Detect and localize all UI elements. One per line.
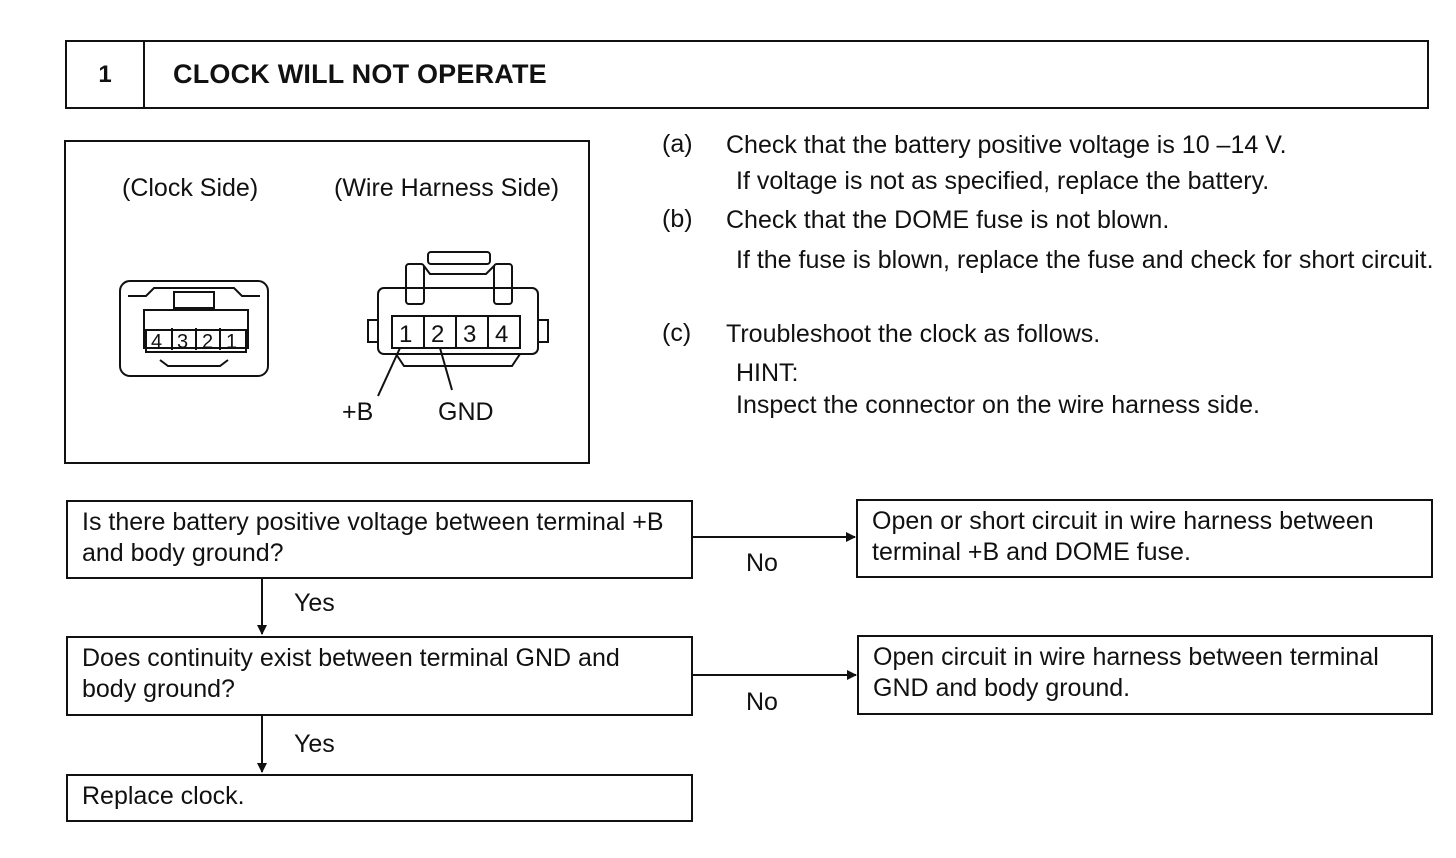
step-c-text: Troubleshoot the clock as follows. <box>726 320 1101 348</box>
question-2-text: Does continuity exist between terminal G… <box>82 644 620 703</box>
q1-no-label: No <box>746 549 778 577</box>
hint-text: Inspect the connector on the wire harnes… <box>736 391 1260 419</box>
q2-no-result-text: Open circuit in wire harness between ter… <box>873 643 1379 702</box>
step-c-letter: (c) <box>662 319 692 347</box>
clock-terminal-4: 4 <box>151 331 162 353</box>
clock-terminal-labels: 4 3 2 1 <box>151 331 237 353</box>
harness-terminal-4: 4 <box>495 321 508 348</box>
harness-terminal-3: 3 <box>463 321 476 348</box>
step-a-note: If voltage is not as specified, replace … <box>736 167 1270 195</box>
connector-diagram: (Clock Side) (Wire Harness Side) 4 3 2 1 <box>64 140 590 464</box>
q2-no-result-box: Open circuit in wire harness between ter… <box>857 635 1433 715</box>
final-action-box: Replace clock. <box>66 774 693 822</box>
final-action-text: Replace clock. <box>82 782 245 810</box>
q1-no-result-box: Open or short circuit in wire harness be… <box>856 499 1433 578</box>
question-2-box: Does continuity exist between terminal G… <box>66 636 693 716</box>
harness-terminal-labels: 1 2 3 4 <box>399 321 508 348</box>
harness-connector-drawing <box>367 251 549 397</box>
harness-side-label: (Wire Harness Side) <box>334 174 560 202</box>
step-header: 1 CLOCK WILL NOT OPERATE <box>65 40 1429 109</box>
question-1-box: Is there battery positive voltage betwee… <box>66 500 693 579</box>
q1-yes-label: Yes <box>294 589 335 617</box>
step-number: 1 <box>67 42 145 107</box>
connector-drawings: 4 3 2 1 1 2 3 4 <box>119 251 549 397</box>
harness-terminal-1: 1 <box>399 321 412 348</box>
step-a-text: Check that the battery positive voltage … <box>726 131 1287 159</box>
hint-label: HINT: <box>736 359 799 387</box>
step-b-text: Check that the DOME fuse is not blown. <box>726 206 1170 234</box>
clock-connector-drawing <box>119 280 269 377</box>
q1-no-result-text: Open or short circuit in wire harness be… <box>872 507 1374 566</box>
q2-yes-label: Yes <box>294 730 335 758</box>
step-a-letter: (a) <box>662 130 693 158</box>
harness-terminal-2: 2 <box>431 321 444 348</box>
clock-terminal-3: 3 <box>177 331 188 353</box>
plus-b-label: +B <box>342 398 374 426</box>
clock-side-label: (Clock Side) <box>122 174 259 202</box>
clock-terminal-2: 2 <box>202 331 213 353</box>
gnd-label: GND <box>438 398 494 426</box>
step-title: CLOCK WILL NOT OPERATE <box>173 59 547 89</box>
q2-no-label: No <box>746 688 778 716</box>
step-b-note: If the fuse is blown, replace the fuse a… <box>736 246 1434 274</box>
question-1-text: Is there battery positive voltage betwee… <box>82 508 664 567</box>
clock-terminal-1: 1 <box>226 331 237 353</box>
step-b-letter: (b) <box>662 205 693 233</box>
